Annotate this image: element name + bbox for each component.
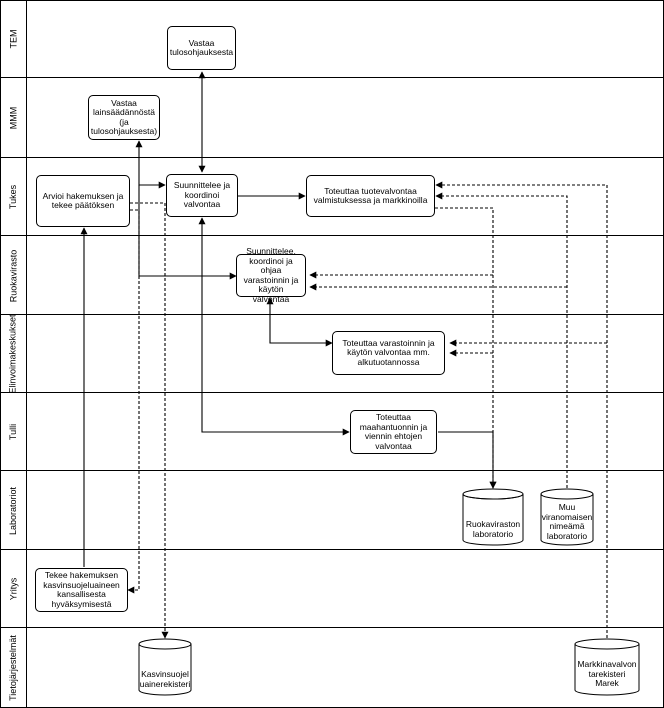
db-markkinavalvontarekisteri bbox=[574, 638, 640, 696]
lane-label-tietojarjestelmat: Tietojärjestelmät bbox=[8, 635, 19, 701]
db-ruokaviraston-laboratorio bbox=[462, 488, 524, 546]
node-tulli-toteuttaa: Toteuttaa maahantuonnin ja viennin ehtoj… bbox=[350, 410, 437, 454]
lane-label-mmm: MMM bbox=[8, 106, 18, 130]
dashed-connectors bbox=[127, 181, 608, 639]
db-kasvinsuojeluainerekisteri bbox=[138, 638, 192, 696]
node-tukes-arvioi-hakemuksen: Arvioi hakemuksen ja tekee päätöksen bbox=[36, 175, 130, 227]
edge-ruoka-elinvoima bbox=[266, 297, 333, 347]
db-label-muu-laboratorio: Muu viranomaisen nimeämä laboratorio bbox=[541, 502, 593, 541]
lane-label-tulli: Tulli bbox=[7, 423, 18, 441]
edge-mmm-tukes bbox=[135, 140, 166, 189]
edge-decision-yritys bbox=[127, 209, 140, 594]
node-yritys-tekee-hakemuksen: Tekee hakemuksen kasvinsuojeluaineen kan… bbox=[35, 568, 128, 612]
lane-label-yritys: Yritys bbox=[8, 577, 18, 601]
edge-lab2-product bbox=[435, 192, 568, 488]
node-tem-vastaa-tulosohjauksesta: Vastaa tulosohjauksesta bbox=[167, 26, 236, 70]
node-ruokavirasto-suunnittelee: Suunnittelee, koordinoi ja ohjaa varasto… bbox=[236, 246, 306, 303]
lane-label-laboratoriot: Laboratoriot bbox=[8, 486, 19, 535]
edge-decision-register bbox=[130, 202, 169, 639]
lane-label-ruokavirasto: Ruokavirasto bbox=[8, 249, 18, 302]
db-label-kasvinsuojeluainerekisteri: Kasvinsuojel uainerekisteri bbox=[139, 669, 191, 689]
lane-label-tem: TEM bbox=[8, 29, 18, 49]
solid-connectors bbox=[80, 71, 497, 567]
node-mmm-vastaa-lainsaadannosta: Vastaa lainsäädännöstä (ja tulosohjaukse… bbox=[88, 95, 160, 140]
lane-label-tukes: Tukes bbox=[8, 184, 18, 210]
databases bbox=[138, 488, 640, 696]
db-muu-laboratorio bbox=[540, 488, 594, 546]
db-label-markkinavalvontarekisteri: Markkinavalvon tarekisteri Marek bbox=[577, 659, 637, 688]
node-tukes-suunnittelee: Suunnittelee ja koordinoi valvontaa bbox=[166, 174, 238, 217]
lane-label-elinvoimakeskukset: Elinvoimakeskukset bbox=[8, 314, 18, 394]
node-tukes-tuotevalvonta: Toteuttaa tuotevalvontaa valmistuksessa … bbox=[306, 175, 435, 217]
node-elinvoima-toteuttaa: Toteuttaa varastoinnin ja käytön valvont… bbox=[332, 331, 445, 375]
edge-product-lab1 bbox=[430, 207, 497, 489]
edge-plan-tulli bbox=[198, 217, 350, 436]
edge-tulli-lab bbox=[438, 431, 497, 489]
db-label-ruokaviraston-laboratorio: Ruokaviraston laboratorio bbox=[465, 519, 521, 539]
edge-marek-product bbox=[435, 181, 608, 638]
